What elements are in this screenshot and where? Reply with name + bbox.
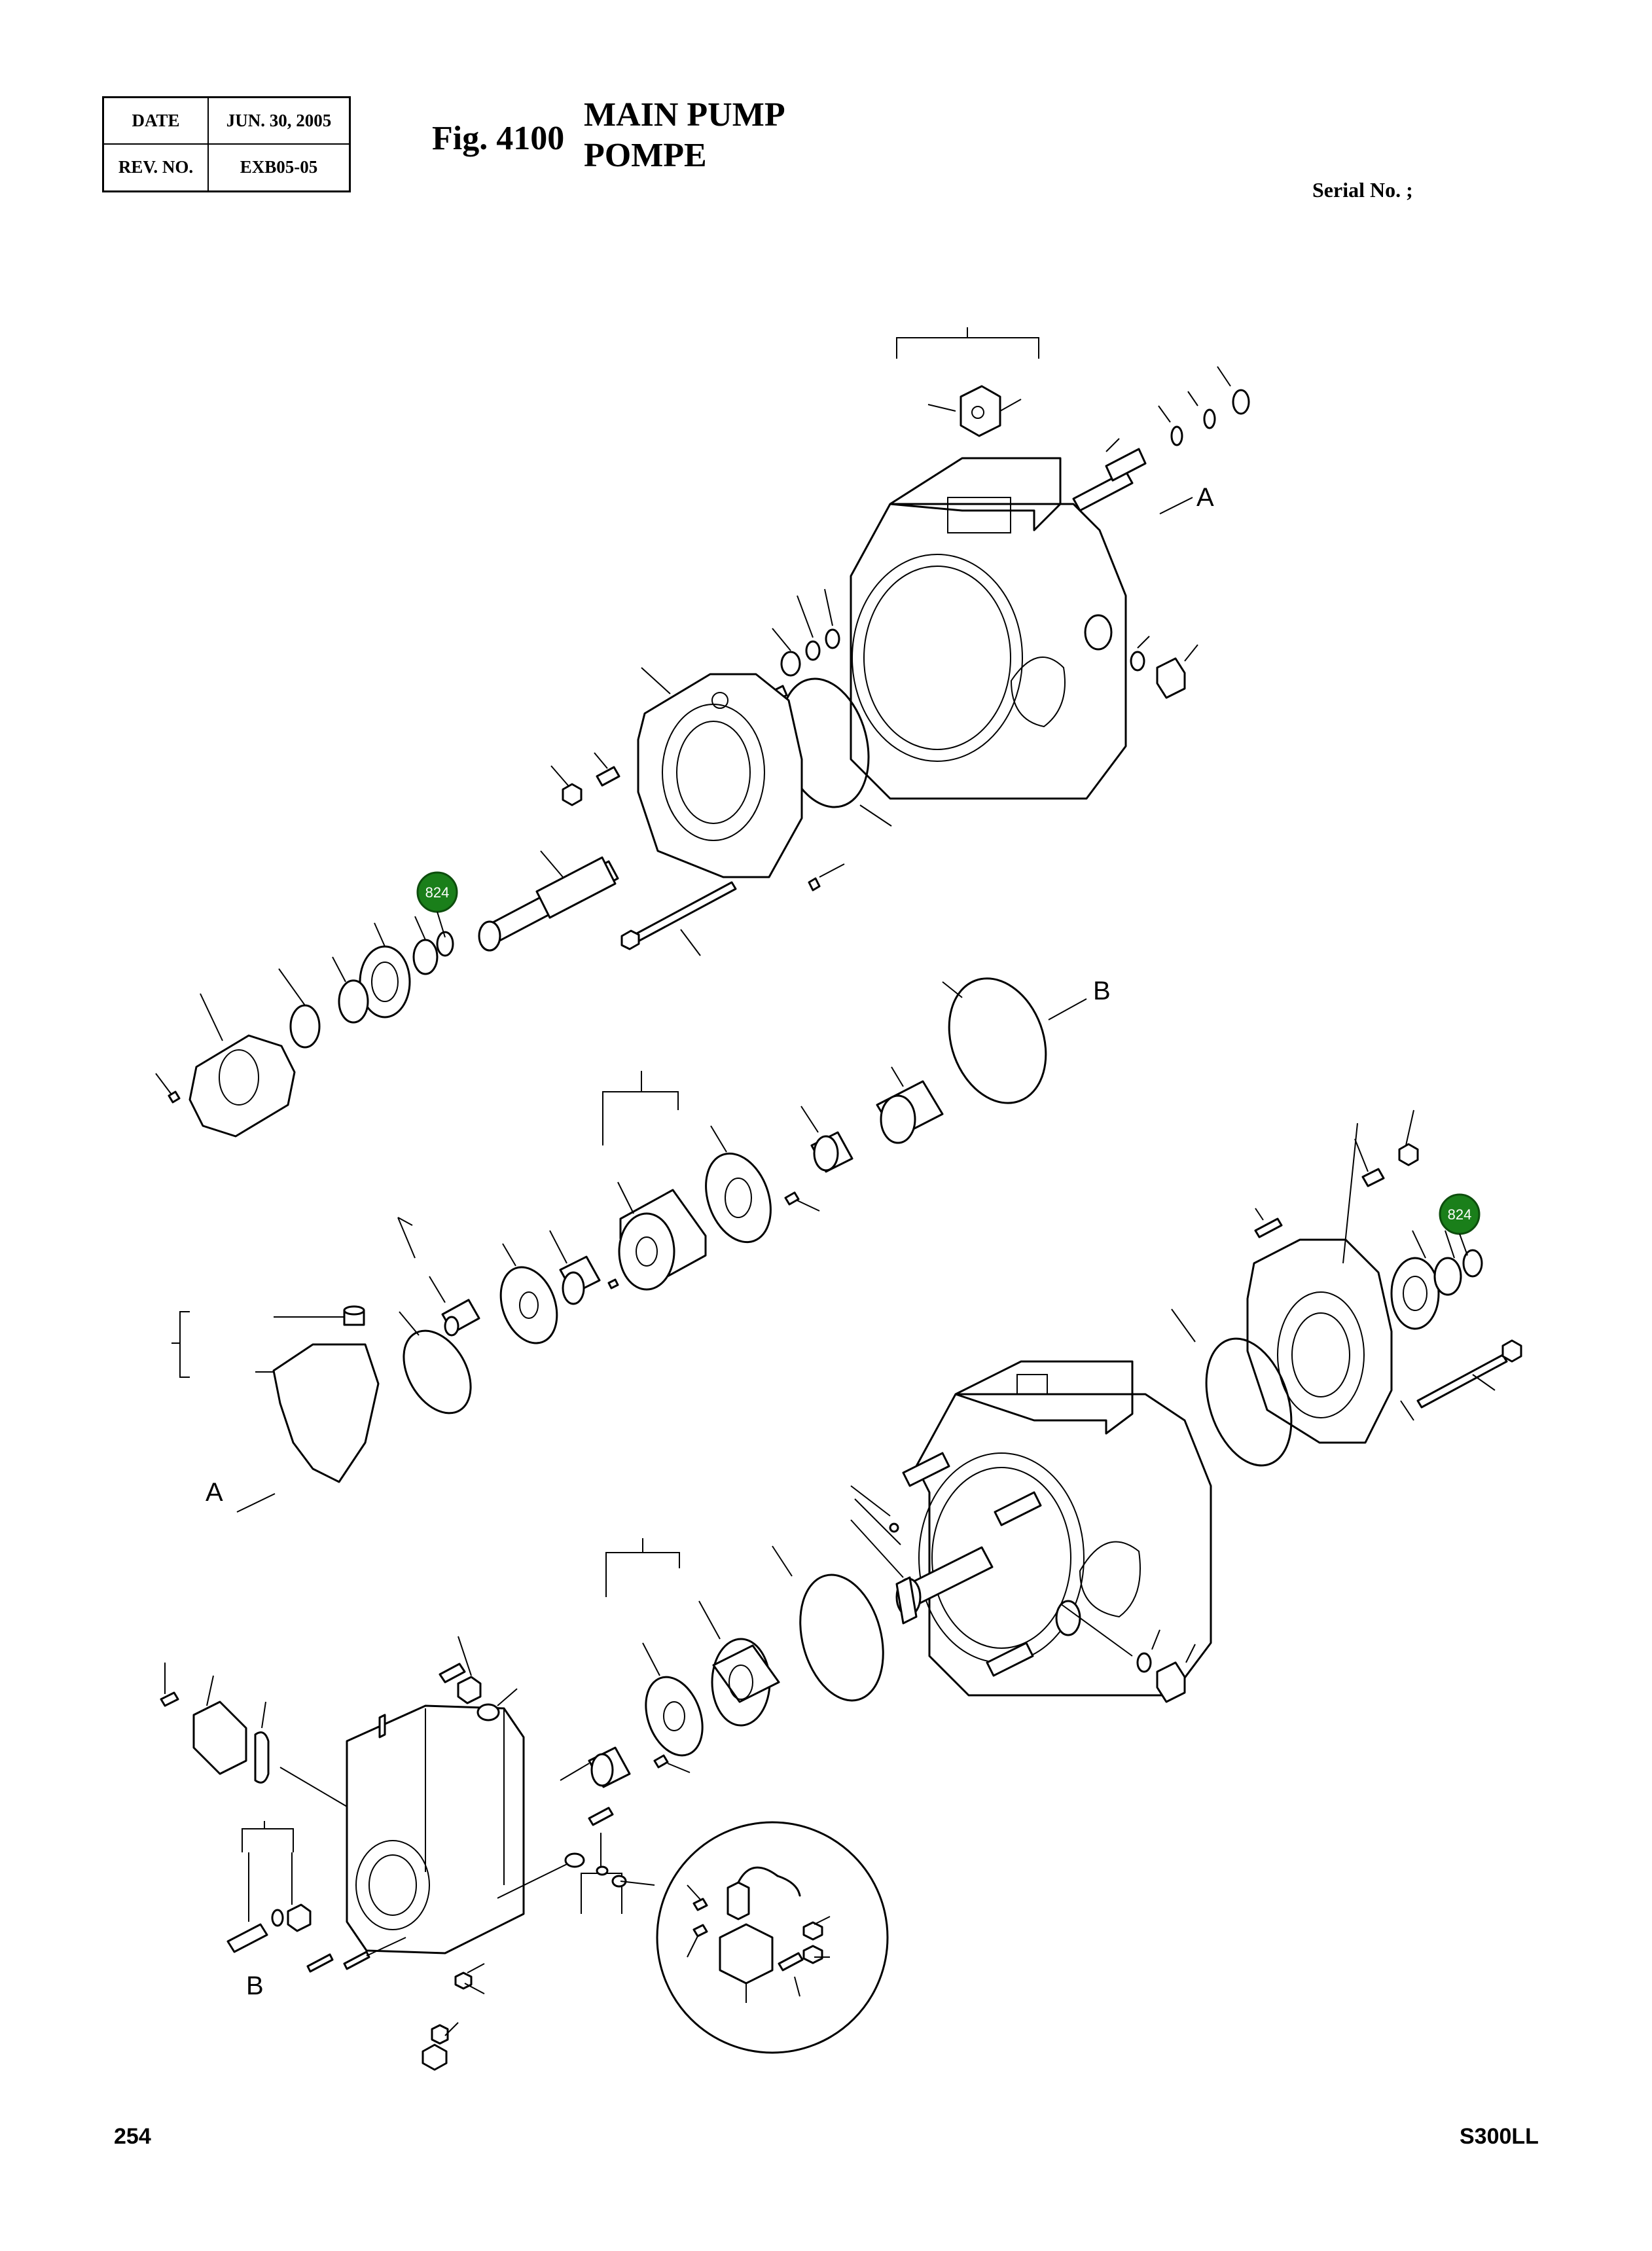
solenoid-valve [719, 1923, 774, 1985]
nut-upper [562, 783, 583, 806]
shoe-plate [403, 1329, 472, 1414]
page-number: 254 [114, 2124, 151, 2149]
cap-nut [1232, 389, 1250, 415]
bearing-lower [1390, 1257, 1440, 1330]
retainer-plate [499, 1266, 558, 1344]
needle-bearing-lower [590, 1753, 614, 1787]
lower-pump-assembly [160, 1109, 1522, 2071]
revision-row: REV. NO. EXB05-05 [104, 144, 349, 190]
figure-number: Fig. 4100 [432, 120, 565, 157]
oring-b [948, 977, 1047, 1104]
needle-bearing [813, 1135, 839, 1172]
oring-large-lower [1205, 1337, 1293, 1467]
group-bracket-top [896, 327, 1039, 359]
swash-bracket [171, 1311, 190, 1378]
date-row: DATE JUN. 30, 2005 [104, 98, 349, 145]
title-french: POMPE [584, 137, 707, 174]
plug-lower [1156, 1661, 1186, 1703]
callout-b-lower: B [246, 1972, 264, 2000]
cover-plate [192, 1701, 247, 1775]
swash-plate [272, 1343, 380, 1483]
date-value: JUN. 30, 2005 [226, 110, 332, 130]
flange-plate [189, 1034, 296, 1138]
revision-table: DATE JUN. 30, 2005 REV. NO. EXB05-05 [102, 96, 351, 192]
date-key: DATE [104, 98, 209, 143]
revision-value: EXB05-05 [240, 157, 318, 177]
callout-a-upper: A [1196, 483, 1214, 512]
callout-a-lower: A [206, 1478, 223, 1507]
valve-plate-lower [645, 1676, 704, 1757]
revision-key: REV. NO. [104, 144, 209, 190]
regulator-block [960, 385, 1001, 437]
badge-label: 824 [425, 884, 450, 901]
badge-824-upper: 824 [416, 871, 458, 938]
valve-block [346, 1704, 525, 1954]
oring-lower-mid [799, 1574, 884, 1702]
serial-number-label: Serial No. ; [1312, 178, 1413, 202]
plug-upper [1156, 657, 1186, 699]
group-bracket-lower [605, 1538, 680, 1597]
oring-oval [254, 1731, 270, 1784]
upper-pump-assembly [155, 327, 1250, 1138]
nut-lower [1398, 1143, 1419, 1166]
callout-b-upper: B [1093, 977, 1111, 1005]
pump-housing-lower [915, 1360, 1212, 1697]
middle-rotating-group [171, 1066, 944, 1513]
rear-cover-lower [1246, 1238, 1393, 1444]
plug-bottom [422, 2044, 448, 2071]
badge-label: 824 [1448, 1206, 1472, 1223]
title-english: MAIN PUMP [584, 96, 785, 134]
long-bolt-lower [1501, 1339, 1522, 1363]
front-cover-upper [637, 673, 803, 878]
valve-plate-mid [705, 1152, 772, 1244]
model-code: S300LL [1460, 2124, 1539, 2149]
long-bolt-upper [626, 881, 737, 946]
plug-left [226, 1923, 268, 1953]
adjusting-screw [1072, 470, 1134, 512]
badge-824-lower: 824 [1439, 1193, 1481, 1256]
detail-callout-circle [656, 1821, 889, 2054]
group-bracket-mid [602, 1071, 679, 1145]
housing-bore [852, 554, 1023, 762]
